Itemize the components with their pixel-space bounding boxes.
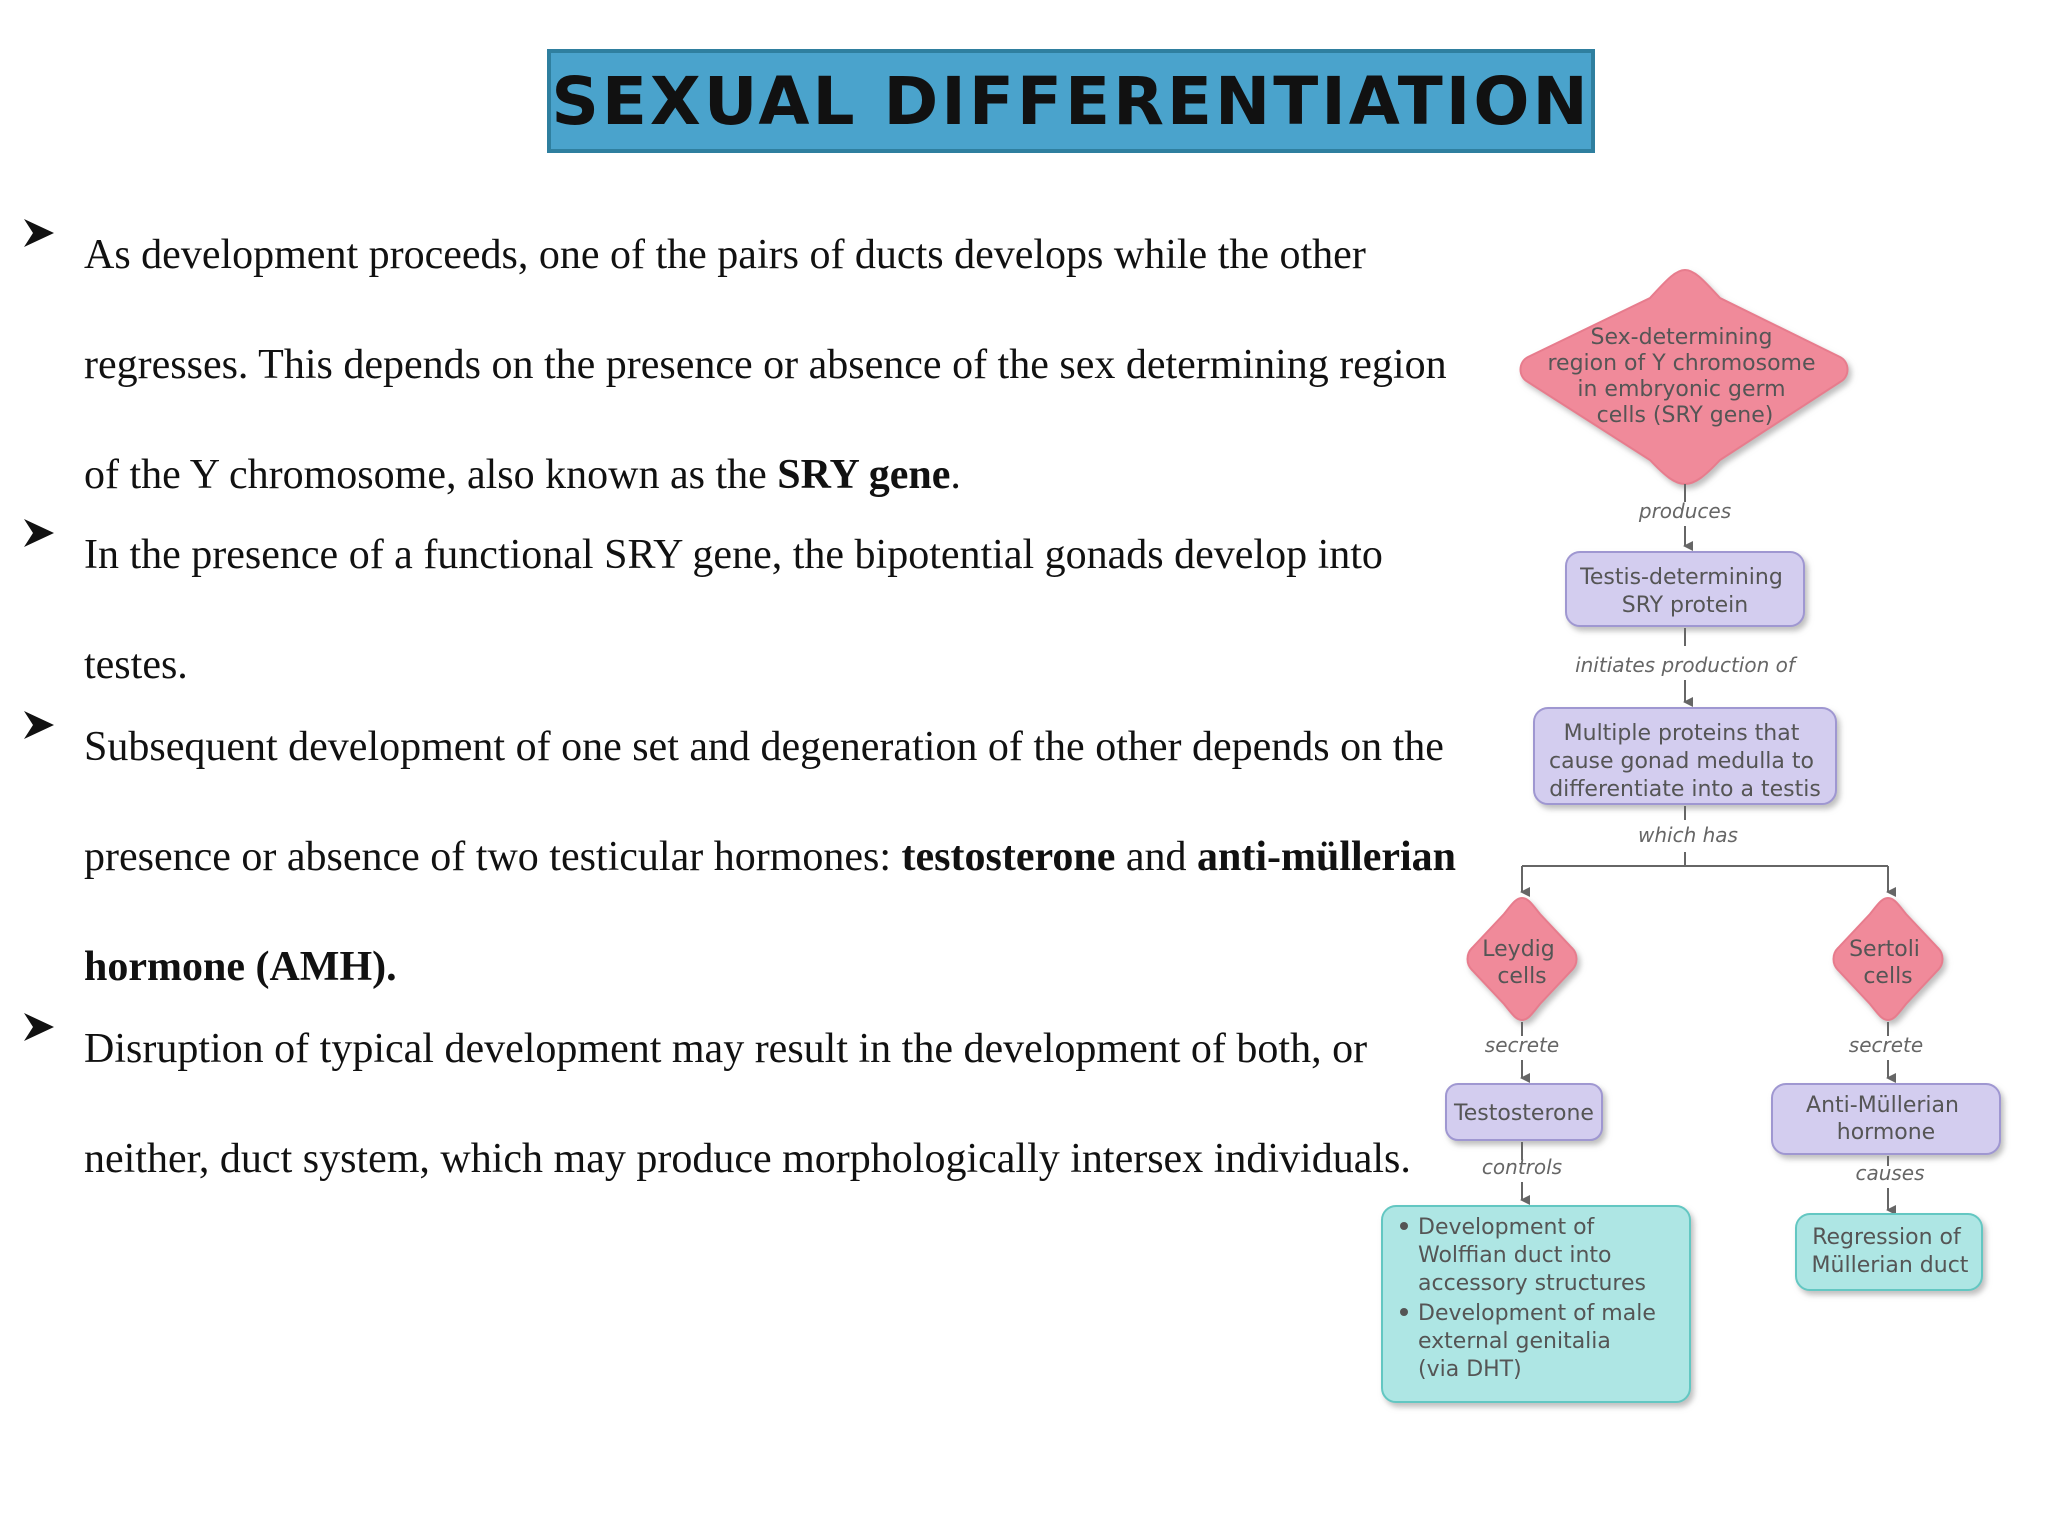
- produces-label: produces: [1638, 499, 1731, 523]
- title-banner: SEXUAL DIFFERENTIATION: [547, 49, 1595, 153]
- bullet-item-4: Disruption of typical development may re…: [20, 994, 1460, 1214]
- which-has-label: which has: [1638, 823, 1738, 847]
- male-outcomes-node: [1381, 1205, 1691, 1403]
- bullet-item-1: As development proceeds, one of the pair…: [20, 200, 1460, 528]
- bullet-item-2: In the presence of a functional SRY gene…: [20, 500, 1460, 720]
- bullet-bold-term: anti-müllerian hormone (AMH).: [84, 834, 1457, 990]
- bullet-text: Disruption of typical development may re…: [84, 1026, 1411, 1182]
- mullerian-regression-node: [1795, 1213, 1983, 1291]
- causes-label: causes: [1855, 1161, 1924, 1185]
- controls-label: controls: [1482, 1155, 1562, 1179]
- bullet-list: As development proceeds, one of the pair…: [20, 219, 1460, 1214]
- bullet-text: Subsequent development of one set and de…: [84, 724, 1444, 880]
- secrete-right-label: secrete: [1849, 1033, 1923, 1057]
- arrowhead-bullet-icon: [24, 711, 54, 739]
- multiple-proteins-node: [1533, 707, 1837, 805]
- mullerian-regression-label: Regression of Müllerian duct: [1812, 1225, 1969, 1278]
- bullet-text: As development proceeds, one of the pair…: [84, 232, 1447, 498]
- initiates-label: initiates production of: [1575, 653, 1798, 677]
- testosterone-label: Testosterone: [1453, 1101, 1594, 1126]
- bullet-bold-term: SRY gene: [777, 452, 951, 498]
- leydig-cells-label: Leydig cells: [1482, 937, 1561, 989]
- bullet-dot-icon: [1400, 1308, 1408, 1316]
- bullet-dot-icon: [1400, 1222, 1408, 1230]
- testosterone-node: [1445, 1083, 1603, 1141]
- male-outcomes-list: Development of Wolffian duct into access…: [1400, 1215, 1663, 1382]
- amh-label: Anti-Müllerian hormone: [1806, 1093, 1966, 1145]
- flowchart: Sex-determining region of Y chromosome i…: [1381, 268, 2001, 1403]
- sertoli-cells-node: [1832, 896, 1944, 1022]
- testis-protein-label: Testis-determining SRY protein: [1579, 565, 1790, 618]
- leydig-cells-node: [1466, 896, 1578, 1022]
- bullet-item-3: Subsequent development of one set and de…: [20, 692, 1460, 1022]
- bullet-text-join: and: [1115, 834, 1198, 880]
- sry-region-label: Sex-determining region of Y chromosome i…: [1547, 325, 1822, 428]
- bullet-text: In the presence of a functional SRY gene…: [84, 532, 1383, 688]
- secrete-left-label: secrete: [1485, 1033, 1559, 1057]
- bullet-bold-term: testosterone: [901, 834, 1116, 880]
- amh-node: [1771, 1083, 2001, 1155]
- sertoli-cells-label: Sertoli cells: [1849, 937, 1927, 989]
- genitalia-development-label: Development of male external genitalia (…: [1418, 1301, 1663, 1382]
- arrowhead-bullet-icon: [24, 219, 54, 247]
- arrowhead-bullet-icon: [24, 519, 54, 547]
- bullet-text-end: .: [950, 452, 961, 498]
- testis-protein-node: [1565, 551, 1805, 627]
- arrowhead-bullet-icon: [24, 1013, 54, 1041]
- multiple-proteins-label: Multiple proteins that cause gonad medul…: [1549, 721, 1821, 802]
- wolffian-development-label: Development of Wolffian duct into access…: [1418, 1215, 1646, 1296]
- page-title: SEXUAL DIFFERENTIATION: [551, 62, 1591, 140]
